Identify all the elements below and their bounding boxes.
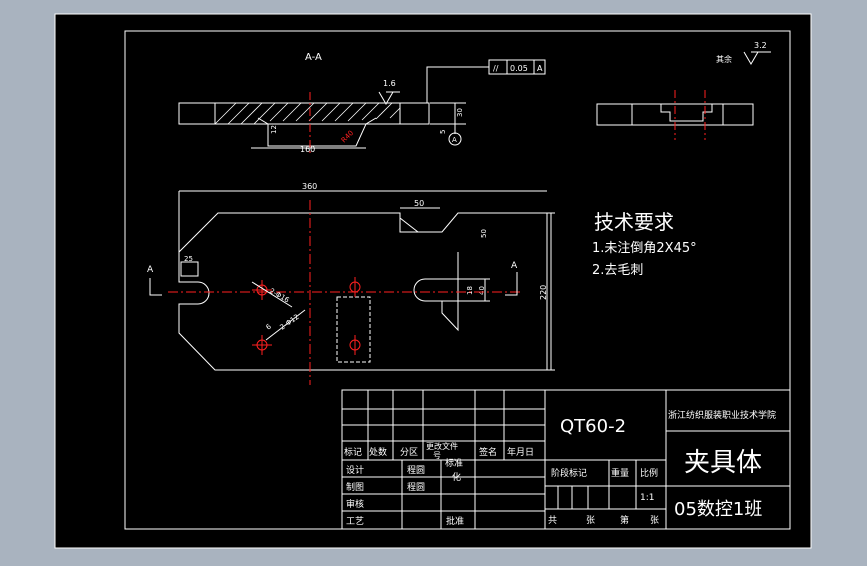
side-view: 3.2 其余	[596, 41, 771, 140]
center-pocket	[336, 296, 371, 363]
label-fenqu: 分区	[400, 447, 418, 458]
section-arrow-left	[149, 278, 162, 296]
dim-50-top: 50	[414, 199, 424, 208]
label-pizhun: 批准	[446, 515, 464, 527]
datum-letter: A	[452, 136, 457, 144]
hatch-pattern	[214, 102, 401, 125]
section-mark-right: A	[511, 261, 518, 271]
dim-5: 5	[439, 130, 447, 134]
dim-6: 6	[265, 322, 274, 331]
tech-item-2: 2.去毛刺	[592, 263, 643, 278]
roughness-value: 1.6	[383, 79, 396, 88]
dim-12: 12	[270, 125, 278, 134]
datum-marker	[448, 132, 462, 146]
class-name: 05数控1班	[674, 499, 762, 520]
dim-50-side: 50	[480, 229, 488, 238]
roughness-symbol	[378, 91, 394, 105]
label-zhitu: 制图	[346, 481, 364, 493]
label-biaozhunhua: 标准	[445, 457, 463, 469]
label-bili: 比例	[640, 467, 658, 479]
tech-title: 技术要求	[594, 210, 674, 234]
plan-outline	[178, 212, 548, 371]
section-mark-left: A	[147, 265, 154, 275]
section-body	[178, 102, 430, 125]
label-nianyueri: 年月日	[507, 446, 534, 458]
tolerance-symbol: //	[493, 64, 499, 73]
roughness-symbol-general	[743, 51, 771, 65]
label-gengai-2: 号	[433, 451, 441, 460]
school-name: 浙江纺织服装职业技术学院	[668, 409, 776, 421]
dim-25: 25	[184, 255, 193, 263]
dim-220: 220	[539, 285, 548, 300]
dim-160: 160	[300, 145, 315, 154]
section-recess	[257, 117, 377, 147]
tolerance-frame	[488, 59, 546, 75]
label-zhongliang: 重量	[611, 467, 629, 479]
label-sheji: 设计	[346, 464, 364, 476]
dim-40: 40	[478, 286, 486, 295]
label-jieduan: 阶段标记	[551, 467, 587, 479]
tolerance-value: 0.05	[510, 64, 528, 73]
scale-value: 1:1	[640, 493, 654, 503]
label-di: 第	[620, 514, 629, 526]
label-biaoji: 标记	[344, 446, 362, 458]
label-gong: 共	[548, 515, 557, 526]
label-chushu: 处数	[369, 446, 387, 458]
drafter-name: 程圆	[407, 482, 425, 493]
dim-18: 18	[466, 286, 474, 295]
label-gengai: 更改文件	[426, 441, 458, 451]
label-biaozhunhua-2: 化	[452, 471, 461, 483]
dim-360: 360	[302, 182, 317, 191]
label-gongyi: 工艺	[346, 516, 364, 527]
designer-name: 程圆	[407, 465, 425, 476]
title-block: 标记 处数 分区 更改文件 号 签名 年月日 设计 制图 审核 工艺 程圆 程圆…	[341, 389, 791, 530]
tech-item-1: 1.未注倒角2X45°	[592, 241, 697, 256]
label-qianming: 签名	[479, 446, 497, 458]
dim-30: 30	[456, 108, 464, 117]
label-zhang2: 张	[650, 515, 659, 526]
section-arrow-right	[505, 272, 518, 296]
part-name: 夹具体	[684, 448, 762, 478]
section-label: A-A	[305, 52, 322, 63]
technical-requirements: 技术要求 1.未注倒角2X45° 2.去毛刺	[592, 210, 697, 278]
drawing-number: QT60-2	[560, 416, 626, 437]
label-zhang1: 张	[586, 515, 595, 526]
roughness-note: 其余	[716, 54, 732, 64]
tolerance-datum: A	[537, 64, 543, 73]
plan-view: 25 360 50 50 220 18 40	[147, 182, 555, 385]
roughness-value-general: 3.2	[754, 41, 767, 50]
label-shenhe: 审核	[346, 498, 364, 510]
